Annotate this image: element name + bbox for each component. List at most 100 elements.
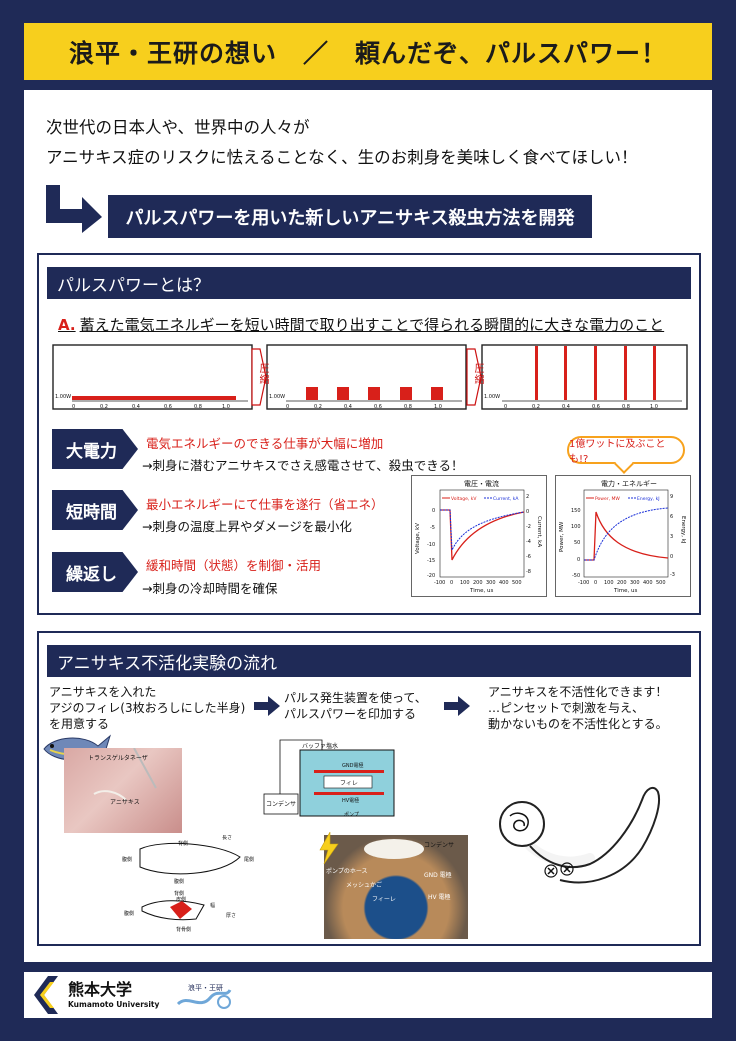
voltage-current-graph: 電圧・電流 Voltage, kV Current, kA 0 -5 -10 -… xyxy=(411,475,547,597)
compress-arrow-1 xyxy=(251,348,267,406)
kumamoto-logo-icon xyxy=(34,976,58,1014)
section-title-experiment: アニサキス不活化実験の流れ xyxy=(47,645,691,677)
svg-text:-50: -50 xyxy=(572,573,580,579)
svg-text:腹側: 腹側 xyxy=(122,856,132,863)
power-curve xyxy=(584,511,669,561)
svg-text:500: 500 xyxy=(656,580,666,586)
inactive-worm-illustration xyxy=(499,786,660,884)
svg-text:0: 0 xyxy=(594,580,597,586)
compress-label-2: 圧縮 xyxy=(472,363,483,385)
pulse-block xyxy=(431,387,443,400)
svg-text:50: 50 xyxy=(574,540,580,546)
svg-text:-3: -3 xyxy=(670,572,675,578)
svg-text:500: 500 xyxy=(512,580,522,586)
tweezers-label: トランスゲルタネーザ xyxy=(88,754,148,762)
section-title-pulse-power: パルスパワーとは？ xyxy=(47,267,691,299)
vi-legend-current: Current, kA xyxy=(493,496,519,502)
tag-repetition: 繰返し xyxy=(52,552,138,592)
intro-line-1: 次世代の日本人や、世界中の人々が xyxy=(46,118,310,137)
step1-line-3: を用意する xyxy=(49,717,110,731)
page-title: 浪平・王研の想い ／ 頼んだぞ、パルスパワー！ xyxy=(68,38,667,68)
svg-text:-8: -8 xyxy=(526,569,531,575)
svg-text:厚さ: 厚さ xyxy=(226,912,236,919)
current-curve xyxy=(440,509,525,552)
compress-arrow-2 xyxy=(466,348,482,406)
svg-text:1.0: 1.0 xyxy=(222,404,230,410)
pulse-spike xyxy=(564,346,567,400)
svg-text:背側: 背側 xyxy=(174,890,184,897)
svg-text:0.2: 0.2 xyxy=(532,404,540,410)
pump-label: ポンプ xyxy=(344,811,359,818)
banner-text: パルスパワーを用いた新しいアニサキス殺虫方法を開発 xyxy=(125,207,575,229)
svg-text:300: 300 xyxy=(630,580,640,586)
step2-line-2: パルスパワーを印加する xyxy=(284,707,417,721)
vi-ylabel-right: Current, kA xyxy=(536,516,542,547)
svg-text:2: 2 xyxy=(526,494,529,500)
photo-gnd-label: GND 電極 xyxy=(424,871,452,879)
footer: 熊本大学 Kumamoto University 浪平・王研 xyxy=(24,972,712,1018)
step1-text: アニサキスを入れた アジのフィレ(3枚おろしにした半身) を用意する xyxy=(49,684,245,732)
svg-text:300: 300 xyxy=(486,580,496,586)
svg-text:200: 200 xyxy=(617,580,627,586)
vi-yticks-right: 2 0 -2 -4 -6 -8 xyxy=(526,494,531,575)
pulse-spike xyxy=(594,346,597,400)
svg-text:0.6: 0.6 xyxy=(164,404,172,410)
circuit-diagram: バッファ塩水 GND電極 フィレ HV電極 コンデンサ ポンプ xyxy=(263,739,395,818)
pulse-block xyxy=(400,387,412,400)
svg-text:-6: -6 xyxy=(526,554,531,560)
step3-text: アニサキスを不活性化できます！ …ピンセットで刺激を与え、 動かないものを不活性… xyxy=(488,684,668,732)
lab-logo-icon: 浪平・王研 xyxy=(176,983,232,1009)
svg-text:100: 100 xyxy=(571,524,581,530)
voltage-curve xyxy=(440,509,525,561)
worm-dead-eye xyxy=(547,867,555,875)
step1-line-2: アジのフィレ(3枚おろしにした半身) xyxy=(49,701,246,715)
pulse-spike xyxy=(624,346,627,400)
svg-text:1.0: 1.0 xyxy=(434,404,442,410)
capacitor-label: コンデンサ xyxy=(266,800,296,808)
vi-title: 電圧・電流 xyxy=(464,479,499,488)
tag-short-time: 短時間 xyxy=(52,490,138,530)
power-panel-3 xyxy=(481,344,688,410)
svg-text:200: 200 xyxy=(473,580,483,586)
svg-text:0.8: 0.8 xyxy=(194,404,202,410)
photo-capacitor-label: コンデンサ xyxy=(424,841,454,849)
svg-text:0.6: 0.6 xyxy=(374,404,382,410)
high-power-effect: →刺身に潜むアニサキスでさえ感電させて、殺虫できる！ xyxy=(142,458,464,473)
svg-text:0: 0 xyxy=(526,509,529,515)
lightning-icon xyxy=(319,832,339,864)
headline-banner: パルスパワーを用いた新しいアニサキス殺虫方法を開発 xyxy=(108,195,592,238)
repetition-desc: 緩和時間（状態）を制御・活用 xyxy=(146,558,322,573)
svg-text:0.6: 0.6 xyxy=(592,404,600,410)
svg-text:0.4: 0.4 xyxy=(132,404,140,410)
tag-short-time-label: 短時間 xyxy=(66,502,117,523)
vi-xlabel: Time, us xyxy=(469,588,493,594)
step3-line-1: アニサキスを不活性化できます！ xyxy=(488,685,668,699)
compress-label-1: 圧縮 xyxy=(257,363,268,385)
lab-logo-text: 浪平・王研 xyxy=(188,983,223,992)
svg-text:背側: 背側 xyxy=(178,840,188,847)
svg-text:1.0: 1.0 xyxy=(650,404,658,410)
pulse-block xyxy=(368,387,380,400)
answer-prefix: A. xyxy=(58,316,76,334)
turn-arrow-icon xyxy=(46,185,102,233)
svg-text:腹側: 腹側 xyxy=(124,910,134,917)
svg-text:100: 100 xyxy=(604,580,614,586)
svg-text:腹側: 腹側 xyxy=(174,878,184,885)
svg-text:-20: -20 xyxy=(427,573,435,579)
svg-text:-15: -15 xyxy=(427,558,435,564)
svg-text:0: 0 xyxy=(286,404,289,410)
callout-bubble: 1億ワットに及ぶことも!? xyxy=(567,436,685,465)
svg-text:0: 0 xyxy=(72,404,75,410)
fillet-photo: トランスゲルタネーザ アニサキス xyxy=(64,748,182,833)
worm-dead-eye xyxy=(563,865,571,873)
svg-text:0.4: 0.4 xyxy=(562,404,570,410)
svg-text:0.8: 0.8 xyxy=(404,404,412,410)
tag-high-power: 大電力 xyxy=(52,429,138,469)
vi-yticks-left: 0 -5 -10 -15 -20 xyxy=(427,508,435,579)
svg-text:-2: -2 xyxy=(526,524,531,530)
energy-curve xyxy=(584,507,669,561)
tag-repetition-label: 繰返し xyxy=(66,564,117,585)
svg-text:100: 100 xyxy=(460,580,470,586)
pe-ylabel-right: Energy, kJ xyxy=(680,516,686,544)
svg-text:長さ: 長さ xyxy=(222,835,232,841)
